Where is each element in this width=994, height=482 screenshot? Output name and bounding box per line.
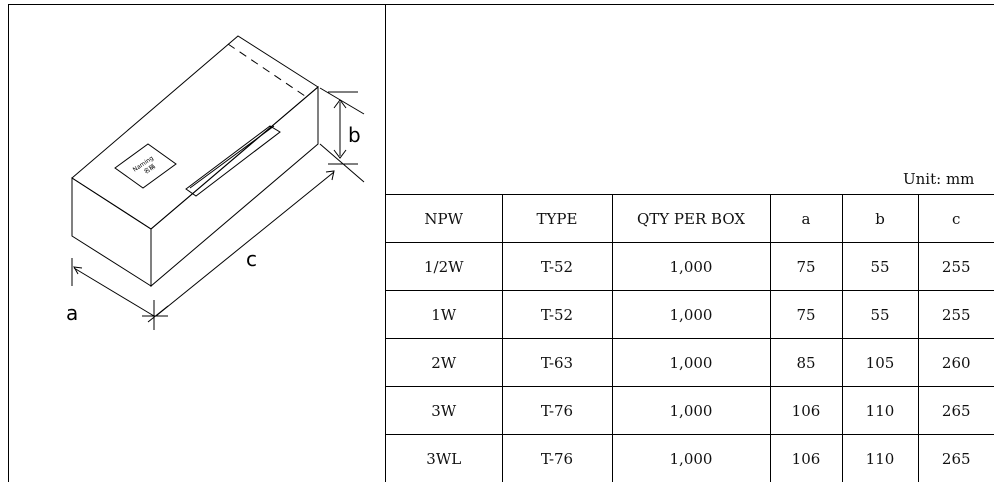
dim-a-arrow <box>73 267 155 317</box>
cell-qty: 1,000 <box>612 338 771 387</box>
header-b: b <box>842 194 919 243</box>
cell-a: 85 <box>770 338 843 387</box>
cell-c: 260 <box>918 338 994 387</box>
cell-b: 55 <box>842 290 919 339</box>
cell-a: 75 <box>770 290 843 339</box>
cell-a: 106 <box>770 386 843 435</box>
cell-c: 265 <box>918 386 994 435</box>
box-top-label <box>114 143 177 189</box>
box-top-face <box>71 35 319 230</box>
cell-a: 75 <box>770 242 843 291</box>
cell-type: T-52 <box>502 242 613 291</box>
header-c: c <box>918 194 994 243</box>
cell-c: 255 <box>918 290 994 339</box>
box-flap-line <box>227 43 306 97</box>
cell-qty: 1,000 <box>612 386 771 435</box>
cell-type: T-63 <box>502 338 613 387</box>
cell-a: 106 <box>770 434 843 482</box>
cell-c: 265 <box>918 434 994 482</box>
cell-qty: 1,000 <box>612 242 771 291</box>
cell-b: 110 <box>842 434 919 482</box>
cell-qty: 1,000 <box>612 290 771 339</box>
cell-npw: 3WL <box>386 434 503 482</box>
cell-c: 255 <box>918 242 994 291</box>
cell-npw: 1W <box>386 290 503 339</box>
cell-npw: 2W <box>386 338 503 387</box>
header-type: TYPE <box>502 194 613 243</box>
cell-b: 105 <box>842 338 919 387</box>
cell-qty: 1,000 <box>612 434 771 482</box>
header-npw: NPW <box>386 194 503 243</box>
dim-label-c: c <box>246 247 257 271</box>
unit-label: Unit: mm <box>903 170 975 188</box>
cell-b: 55 <box>842 242 919 291</box>
dim-c-arrow <box>155 171 335 317</box>
cell-npw: 3W <box>386 386 503 435</box>
drawing-cell: b c a Naming 名稱 <box>8 4 386 482</box>
cell-npw: 1/2W <box>386 242 503 291</box>
cell-type: T-76 <box>502 386 613 435</box>
box-front-face <box>71 177 152 287</box>
cell-b: 110 <box>842 386 919 435</box>
box-side-face <box>150 85 319 288</box>
header-a: a <box>770 194 843 243</box>
header-qty: QTY PER BOX <box>612 194 771 243</box>
cell-type: T-52 <box>502 290 613 339</box>
dim-label-b: b <box>348 123 361 147</box>
cell-type: T-76 <box>502 434 613 482</box>
outer-frame <box>8 4 994 482</box>
box-dimension-drawing: b c a Naming 名稱 <box>66 35 365 330</box>
box-tape-strip <box>185 125 281 197</box>
dim-label-a: a <box>66 301 78 325</box>
